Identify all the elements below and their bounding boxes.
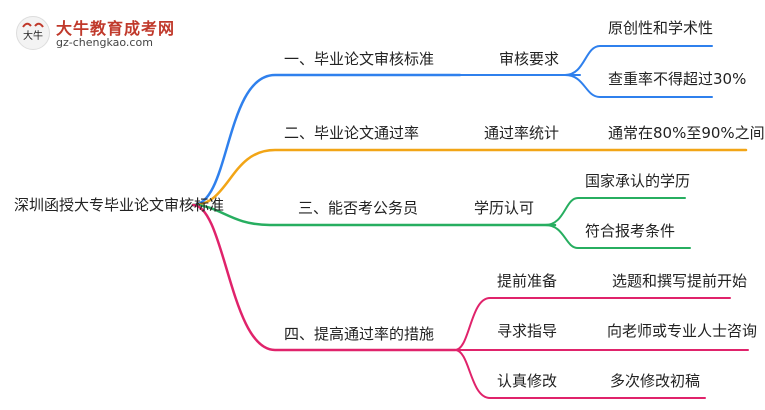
branch-2-label: 二、毕业论文通过率 bbox=[284, 124, 420, 142]
branch-3-leaf-2: 符合报考条件 bbox=[585, 222, 676, 240]
branch-4-leaf-1: 选题和撰写提前开始 bbox=[612, 272, 748, 290]
branch-4-sub-2: 寻求指导 bbox=[497, 322, 558, 340]
branch-3-leaf-1-line bbox=[544, 197, 686, 226]
branch-4-leaf-3: 多次修改初稿 bbox=[610, 372, 701, 390]
branch-3-sub-1: 学历认可 bbox=[474, 199, 535, 217]
branch-1-leaf-2: 查重率不得超过30% bbox=[608, 70, 747, 88]
branch-1-leaf-1-line bbox=[564, 45, 713, 76]
logo-mark-icon: 大牛 bbox=[16, 16, 50, 50]
branch-4-sub-1-line bbox=[454, 297, 731, 351]
branch-2-leaf-1: 通常在80%至90%之间 bbox=[608, 124, 765, 142]
ox-head-icon: 大牛 bbox=[22, 22, 44, 42]
branch-1-leaf-2-line bbox=[564, 74, 713, 98]
branch-4-sub-3-line bbox=[454, 349, 706, 399]
branch-1-sub-1: 审核要求 bbox=[499, 50, 560, 68]
branch-1-leaf-1: 原创性和学术性 bbox=[608, 19, 714, 37]
branch-4-line bbox=[191, 203, 457, 352]
branch-4-label: 四、提高通过率的措施 bbox=[284, 325, 435, 343]
branch-4-sub-3: 认真修改 bbox=[497, 372, 558, 390]
branch-3-leaf-2-line bbox=[544, 224, 691, 249]
branch-1-label: 一、毕业论文审核标准 bbox=[284, 50, 435, 68]
branch-2-line bbox=[191, 148, 748, 207]
logo-title: 大牛教育成考网 bbox=[56, 19, 176, 38]
root-node: 深圳函授大专毕业论文审核标准 bbox=[14, 196, 225, 214]
branch-3-line bbox=[191, 203, 557, 227]
branch-2-sub-1: 通过率统计 bbox=[484, 124, 560, 142]
logo-url: gz-chengkao.com bbox=[56, 36, 153, 49]
branch-3-label: 三、能否考公务员 bbox=[298, 199, 419, 217]
branch-4-sub-1: 提前准备 bbox=[497, 272, 558, 290]
logo-mark-text: 大牛 bbox=[23, 29, 43, 42]
branch-4-leaf-2: 向老师或专业人士咨询 bbox=[607, 322, 758, 340]
branch-3-leaf-1: 国家承认的学历 bbox=[585, 172, 691, 190]
branch-1-line bbox=[191, 73, 462, 207]
site-logo: 大牛 大牛教育成考网 gz-chengkao.com bbox=[14, 14, 174, 54]
